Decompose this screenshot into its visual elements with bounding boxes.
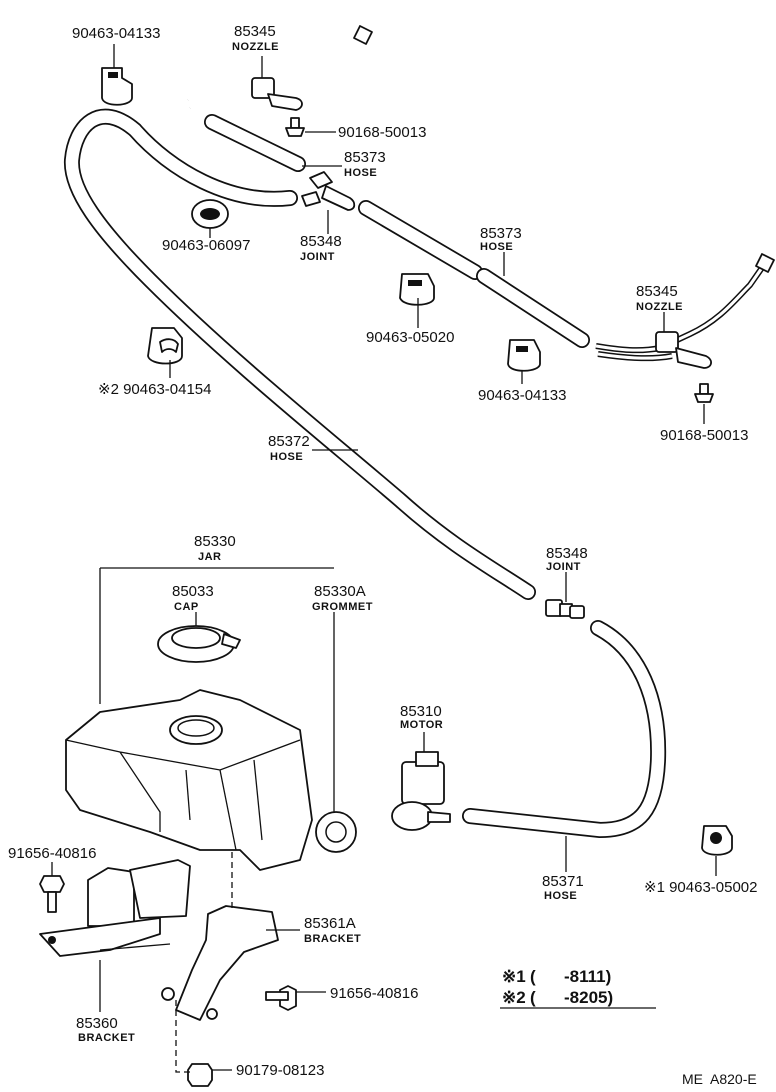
label-part-11-number: ※2 90463-04154: [98, 381, 212, 398]
joint-85348-lower: [545, 599, 585, 619]
screw-90168-upper: [285, 117, 305, 137]
label-part-16-name: JOINT: [546, 561, 581, 573]
clip-90463-04133-top: [101, 67, 133, 106]
hose-85371: [462, 620, 667, 838]
grommet-85330a: [315, 811, 357, 853]
nozzle-85345-right: [595, 253, 775, 369]
label-part-22-number: 90179-08123: [236, 1062, 324, 1079]
note-1-mark: ※1: [502, 967, 526, 986]
label-part-10-number: 90168-50013: [660, 427, 748, 444]
label-part-13-number: 85330: [194, 533, 236, 550]
clip-90463-05020: [399, 273, 435, 306]
label-part-18-number: 91656-40816: [8, 845, 96, 862]
label-part-16-number: 85348: [546, 545, 588, 562]
screw-90168-right: [694, 383, 714, 403]
label-part-3-name: HOSE: [344, 167, 377, 179]
cap-85033: [157, 625, 241, 663]
note-2-mark: ※2: [502, 988, 526, 1007]
motor-85310: [391, 751, 451, 831]
label-part-23-name: HOSE: [544, 890, 577, 902]
label-part-14-number: 85033: [172, 583, 214, 600]
label-part-1-name: NOZZLE: [232, 41, 279, 53]
bolt-91656-left: [39, 875, 65, 913]
clip-90463-04133-right: [507, 339, 541, 372]
bolt-91656-right: [265, 985, 297, 1011]
label-part-15-number: 85330A: [314, 583, 366, 600]
label-part-14-name: CAP: [174, 601, 199, 613]
label-part-19-name: BRACKET: [304, 933, 361, 945]
label-part-12-name: HOSE: [270, 451, 303, 463]
applicability-notes: ※1 ( -8111) ※2 ( -8205): [502, 967, 613, 1007]
washer-jar-85330: [65, 689, 313, 871]
clip-90463-06097: [191, 199, 229, 229]
labels: 90463-04133 85345 NOZZLE 90168-50013 853…: [8, 23, 758, 1079]
label-part-13-name: JAR: [198, 551, 222, 563]
label-part-21-name: BRACKET: [78, 1032, 135, 1044]
label-part-6-name: HOSE: [480, 241, 513, 253]
label-part-20-number: 91656-40816: [330, 985, 418, 1002]
label-part-15-name: GROMMET: [312, 601, 373, 613]
label-part-21-number: 85360: [76, 1015, 118, 1032]
label-part-12-number: 85372: [268, 433, 310, 450]
label-part-7-number: 90463-05020: [366, 329, 454, 346]
note-2-range: ( -8205): [530, 988, 613, 1007]
label-part-17-name: MOTOR: [400, 719, 443, 731]
note-1-range: ( -8111): [530, 967, 611, 986]
hose-85372: [63, 108, 536, 600]
label-part-5-name: JOINT: [300, 251, 335, 263]
label-part-8-number: 85345: [636, 283, 678, 300]
joint-85348-upper: [301, 171, 356, 211]
bracket-85360: [39, 859, 191, 957]
label-part-19-number: 85361A: [304, 915, 356, 932]
diagram-code: ME A820-E: [682, 1071, 757, 1087]
clip-90463-05002: [701, 825, 733, 856]
label-part-4-number: 90463-06097: [162, 237, 250, 254]
nozzle-85345-upper: [187, 25, 373, 111]
label-part-8-name: NOZZLE: [636, 301, 683, 313]
label-part-1-number: 85345: [234, 23, 276, 40]
nut-90179: [187, 1063, 213, 1087]
label-part-3-number: 85373: [344, 149, 386, 166]
label-part-6-number: 85373: [480, 225, 522, 242]
leader-lines: [51, 44, 717, 1071]
label-part-23-number: 85371: [542, 873, 584, 890]
label-part-24-number: ※1 90463-05002: [644, 879, 758, 896]
label-part-9-number: 90463-04133: [478, 387, 566, 404]
label-part-5-number: 85348: [300, 233, 342, 250]
hose-85373-upper: [204, 114, 306, 172]
label-part-2-number: 90168-50013: [338, 124, 426, 141]
hose-85373-middle: [358, 200, 590, 348]
clip-90463-04154: [147, 327, 183, 365]
label-part-0-number: 90463-04133: [72, 25, 160, 42]
label-part-17-number: 85310: [400, 703, 442, 720]
bracket-85361a: [161, 905, 279, 1021]
